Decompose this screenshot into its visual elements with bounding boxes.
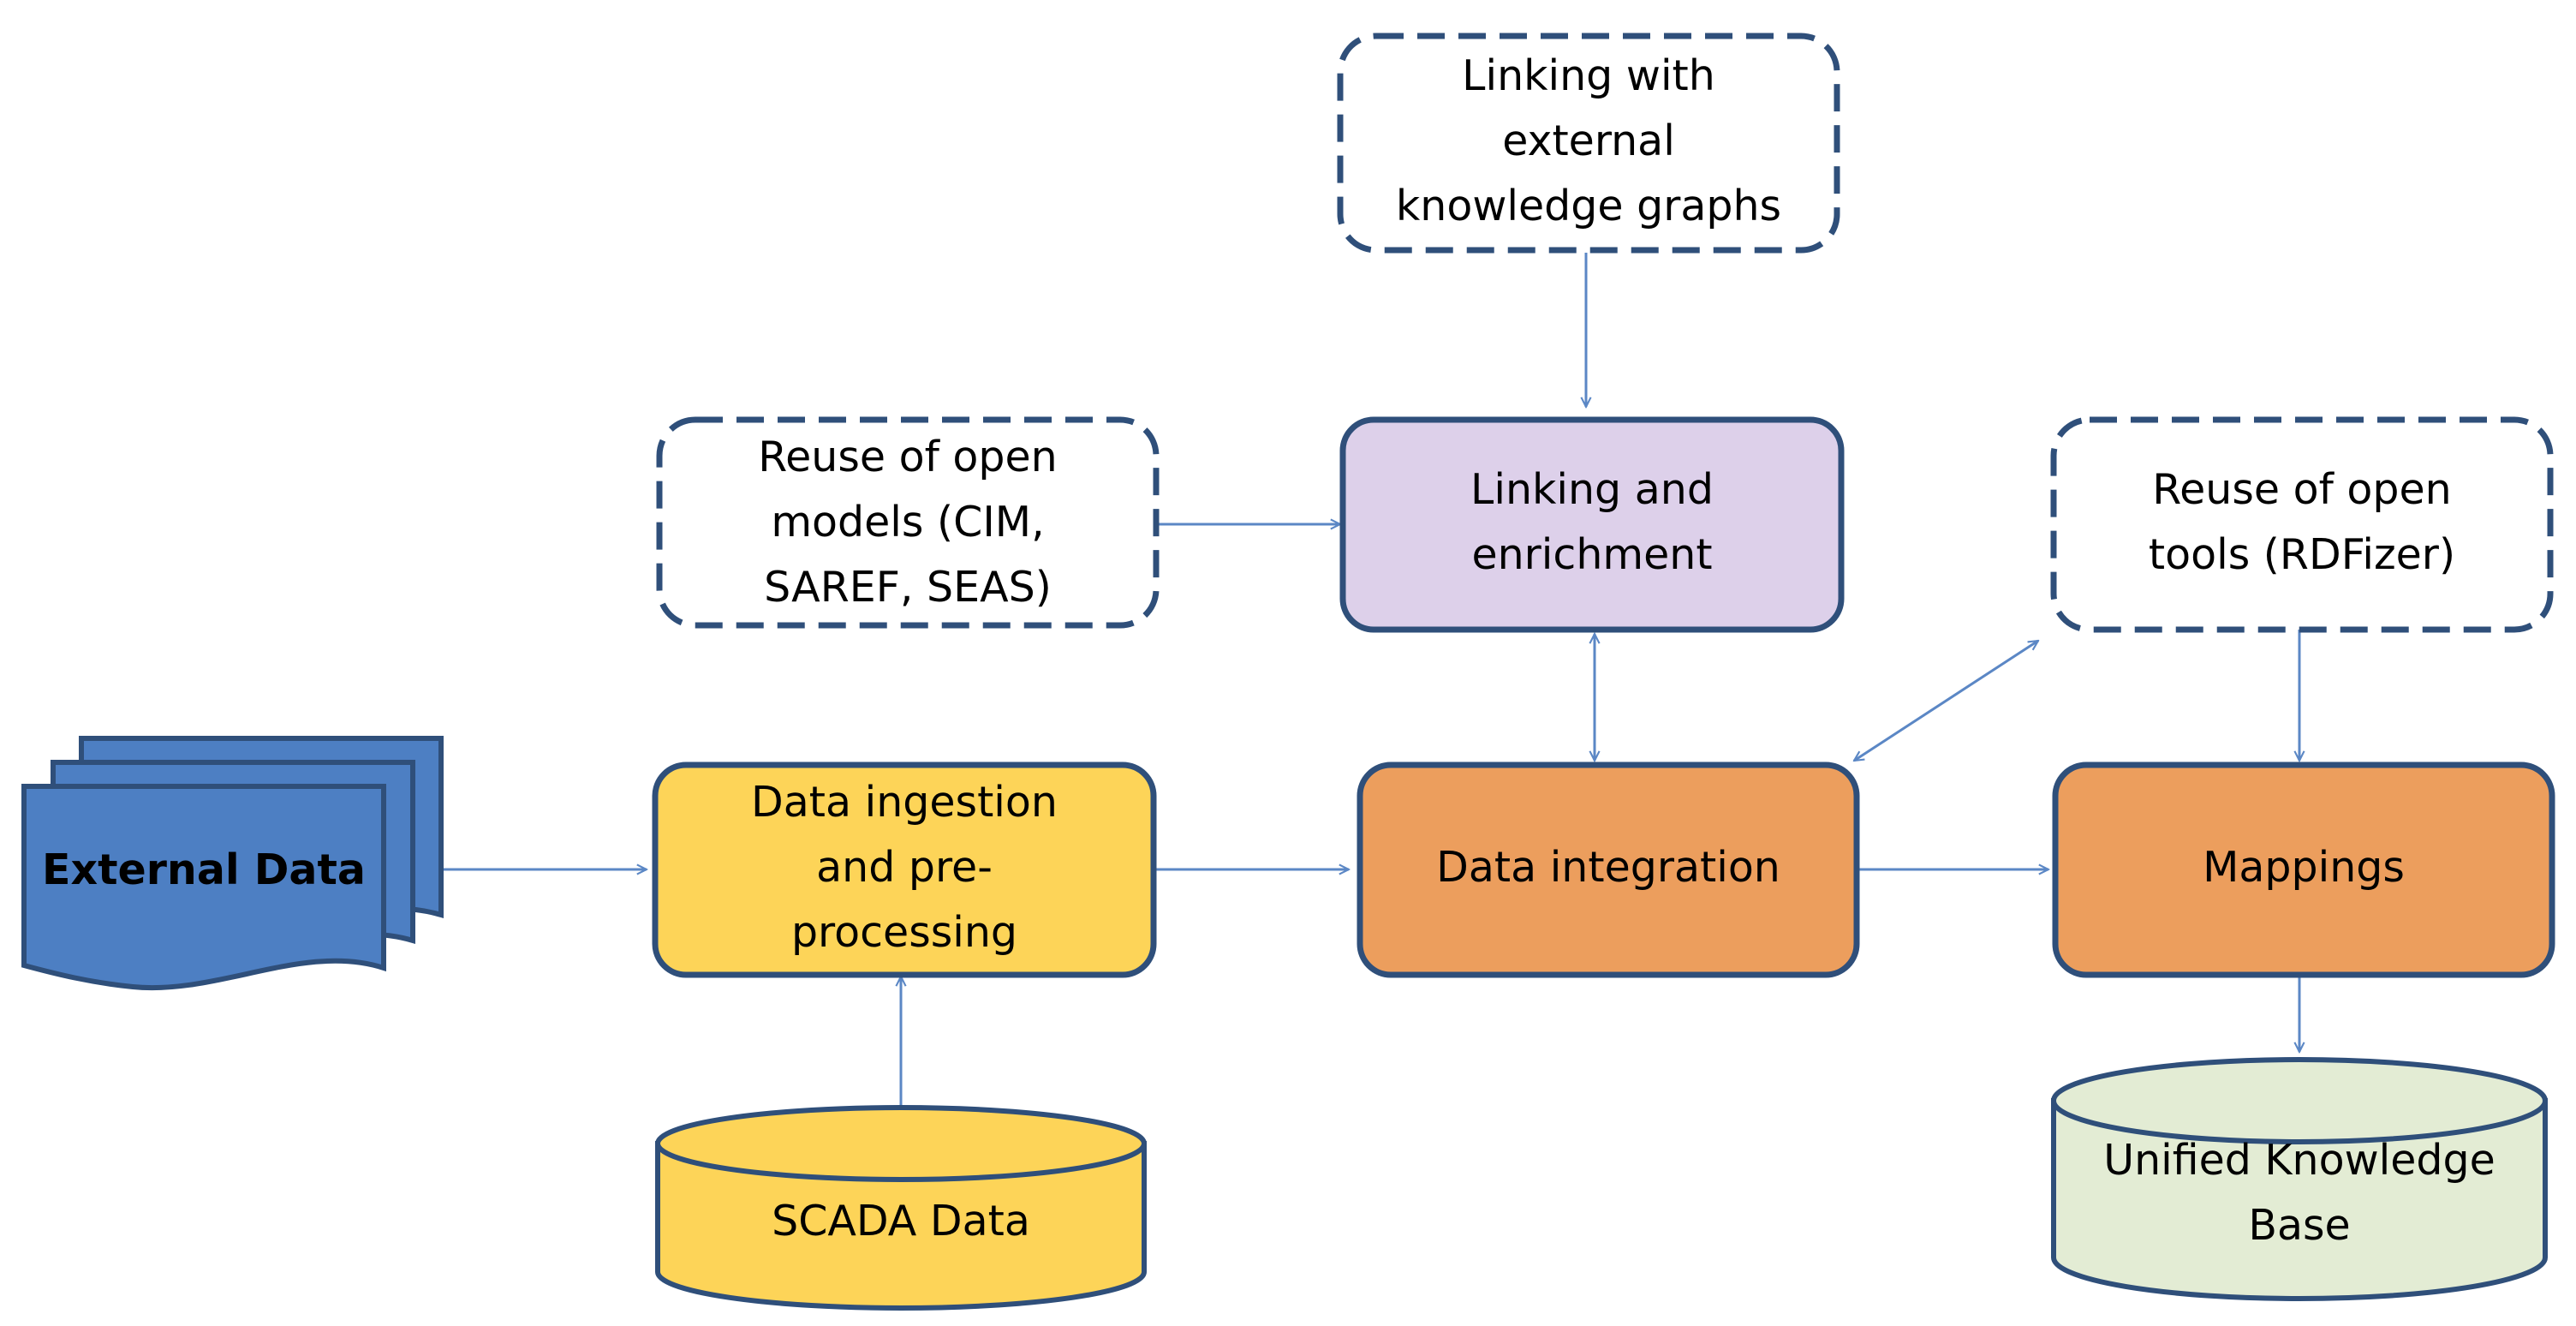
knowledge-base-cylinder-top bbox=[2051, 1057, 2548, 1144]
enrichment-box[interactable] bbox=[1339, 416, 1845, 633]
knowledge-base-line-2: Base bbox=[2248, 1201, 2350, 1250]
open-models-line-2: models (CIM, bbox=[771, 498, 1044, 547]
knowledge-base-cylinder-body bbox=[2051, 1098, 2548, 1301]
external-knowledge-line-2: external bbox=[1502, 116, 1675, 165]
connectors bbox=[441, 253, 2299, 1105]
scada-cylinder[interactable] bbox=[655, 1105, 1147, 1311]
open-tools-line-2: tools (RDFizer) bbox=[2149, 530, 2455, 579]
mappings-text: Mappings bbox=[2203, 843, 2405, 892]
enrichment-line-2: enrichment bbox=[1471, 530, 1712, 579]
mappings-line-1: Mappings bbox=[2203, 843, 2405, 892]
external-data-line-1: External Data bbox=[42, 845, 366, 894]
ingestion-line-3: processing bbox=[791, 908, 1017, 957]
integration-box[interactable] bbox=[1357, 762, 1860, 978]
open-tools-line-1: Reuse of open bbox=[2152, 465, 2451, 514]
scada-cylinder-top bbox=[655, 1105, 1147, 1182]
enrichment-line-1: Linking and bbox=[1470, 465, 1714, 514]
external-knowledge-line-3: knowledge graphs bbox=[1396, 182, 1781, 230]
open-tools-box[interactable] bbox=[2050, 416, 2554, 633]
mappings-box[interactable] bbox=[2052, 762, 2555, 978]
external-data-text: External Data bbox=[42, 845, 366, 894]
ingestion-box[interactable] bbox=[652, 762, 1157, 978]
external-knowledge-text: Linking with external knowledge graphs bbox=[1396, 51, 1781, 230]
enrichment-text: Linking and enrichment bbox=[1470, 465, 1714, 579]
external-data-page-front bbox=[21, 784, 386, 991]
open-models-text: Reuse of open models (CIM, SAREF, SEAS) bbox=[758, 433, 1057, 612]
integration-text: Data integration bbox=[1436, 843, 1780, 892]
knowledge-base-line-1: Unified Knowledge bbox=[2103, 1136, 2496, 1185]
ingestion-text: Data ingestion and pre-processing bbox=[751, 778, 1058, 957]
open-tools-text: Reuse of open tools (RDFizer) bbox=[2149, 465, 2455, 579]
external-data-stack[interactable] bbox=[21, 736, 444, 991]
scada-cylinder-body bbox=[655, 1141, 1147, 1311]
open-models-line-3: SAREF, SEAS) bbox=[764, 563, 1052, 612]
ingestion-line-1: Data ingestion bbox=[751, 778, 1058, 827]
arrow-integration-open-tools bbox=[1854, 641, 2038, 761]
scada-text: SCADA Data bbox=[772, 1197, 1030, 1245]
knowledge-base-cylinder[interactable] bbox=[2051, 1057, 2548, 1301]
scada-line-1: SCADA Data bbox=[772, 1197, 1030, 1245]
open-models-line-1: Reuse of open bbox=[758, 433, 1057, 481]
open-models-box[interactable] bbox=[656, 416, 1160, 629]
ingestion-line-2: and pre- bbox=[816, 843, 993, 892]
external-knowledge-line-1: Linking with bbox=[1462, 51, 1715, 100]
integration-line-1: Data integration bbox=[1436, 843, 1780, 892]
external-knowledge-box[interactable] bbox=[1337, 33, 1840, 254]
